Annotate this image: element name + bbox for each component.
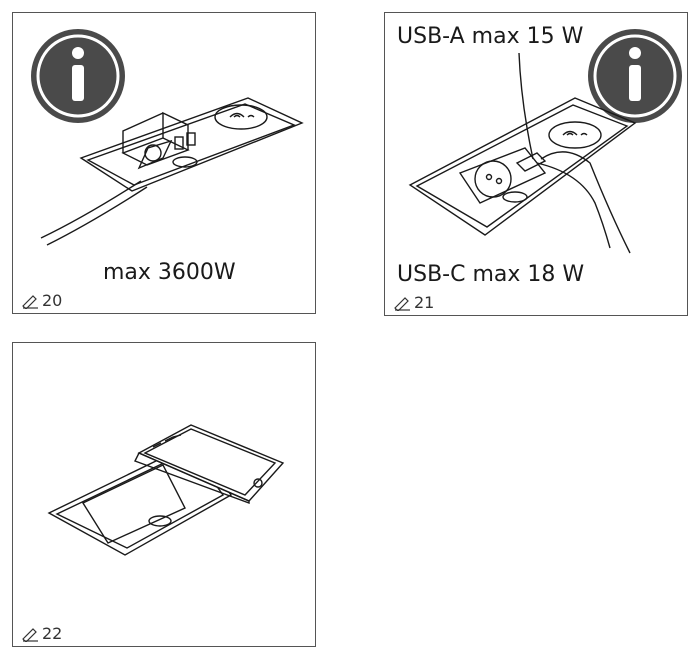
figure-number-22: 22	[21, 624, 62, 643]
figure-21-panel: USB-A max 15 W USB-C max 18 W 21	[384, 12, 688, 316]
pencil-figure-icon	[394, 296, 410, 311]
info-icon	[588, 29, 682, 123]
figure-20-illustration	[31, 29, 304, 246]
figure-22-panel: 22	[12, 342, 316, 647]
figure-22-illustration	[47, 424, 285, 556]
usb-c-rating-caption: USB-C max 18 W	[397, 262, 585, 287]
figure-20-panel: max 3600W 20	[12, 12, 316, 314]
figure-number-21: 21	[393, 293, 434, 312]
figure-21-illustration	[408, 29, 682, 254]
figure-number-20: 20	[21, 291, 62, 310]
power-unit-drawing	[40, 97, 304, 246]
wireless-charger-drawing	[47, 424, 285, 556]
pencil-figure-icon	[22, 627, 38, 642]
usb-unit-drawing	[408, 52, 637, 254]
pencil-figure-icon	[22, 294, 38, 309]
power-rating-caption: max 3600W	[103, 260, 236, 285]
usb-a-rating-caption: USB-A max 15 W	[397, 24, 584, 49]
info-icon	[31, 29, 125, 123]
